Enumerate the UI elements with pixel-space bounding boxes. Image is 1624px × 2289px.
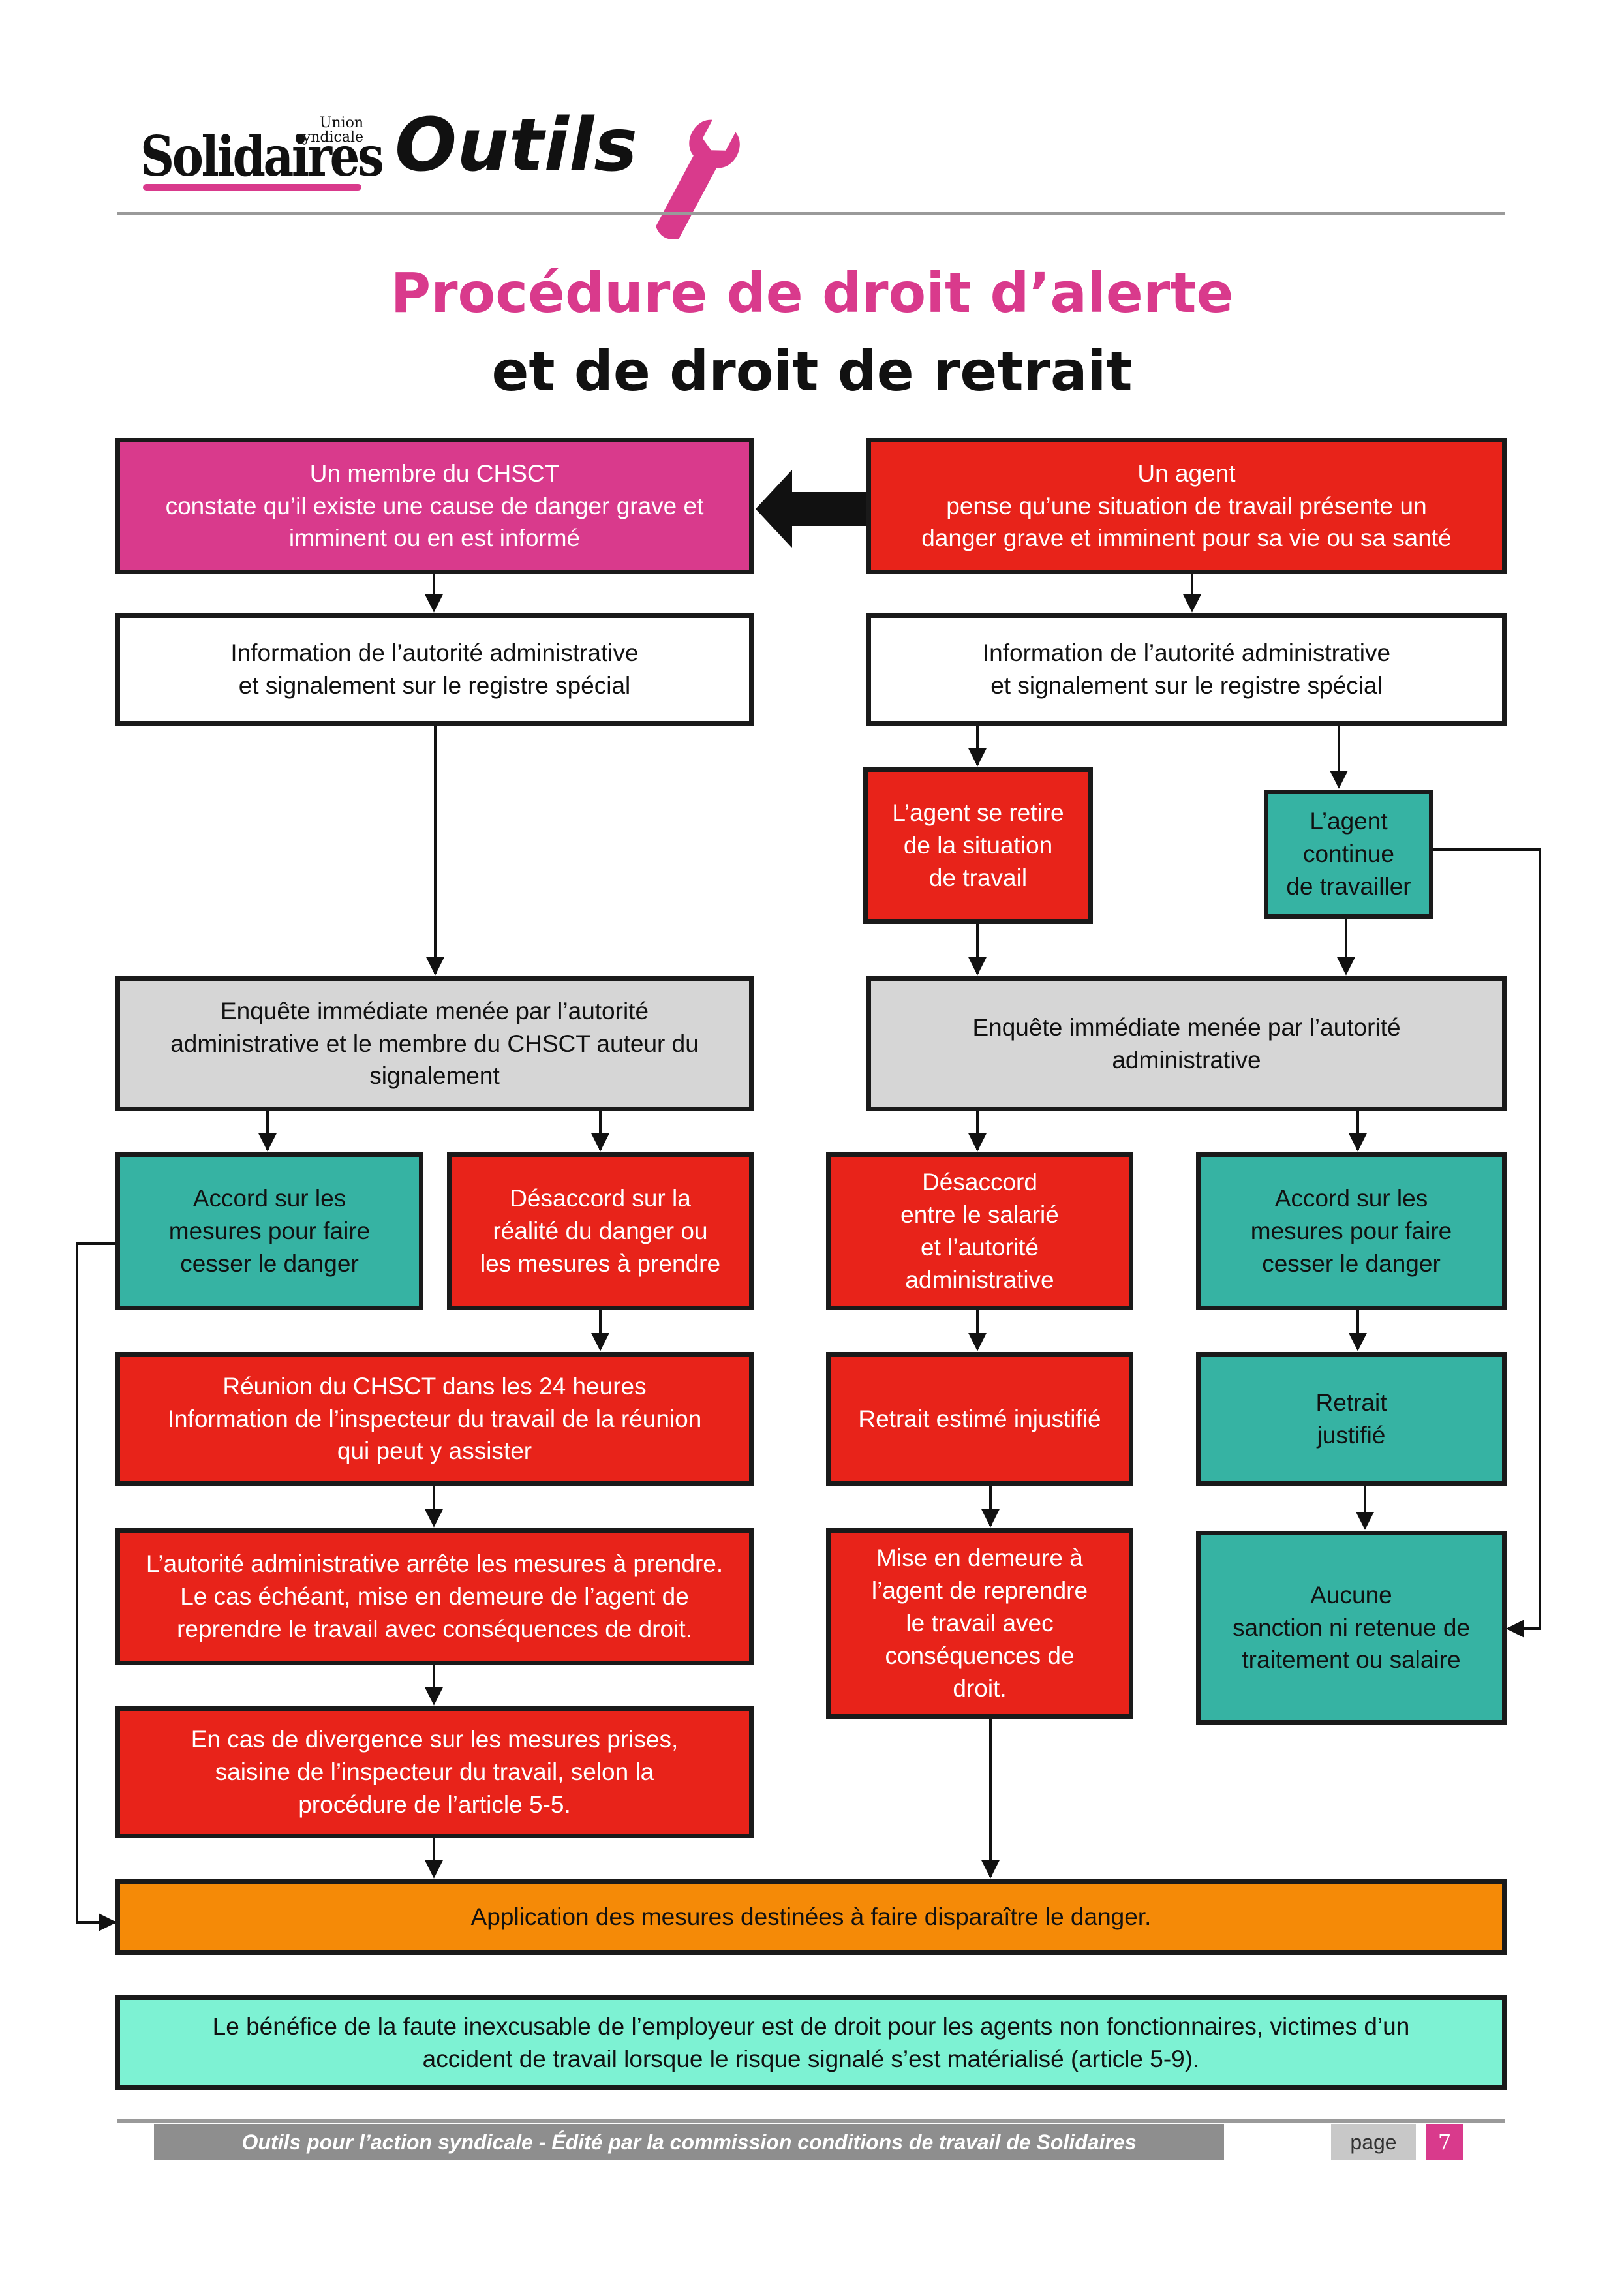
- node-agent: Un agent pense qu’une situation de trava…: [866, 438, 1507, 574]
- node-chsct-member: Un membre du CHSCT constate qu’il existe…: [115, 438, 754, 574]
- logo-main-text: Solidaires: [140, 124, 384, 189]
- arrow-continue-nosanction: [1433, 848, 1541, 1638]
- logo-underline: [143, 184, 361, 191]
- page-number: 7: [1437, 2130, 1452, 2155]
- node-agent-withdraws: L’agent se retire de la situation de tra…: [863, 767, 1093, 924]
- section-title: Outils: [395, 103, 637, 188]
- node-info-left: Information de l’autorité administrative…: [115, 613, 754, 726]
- node-formal-notice: Mise en demeure à l’agent de reprendre l…: [826, 1528, 1133, 1719]
- node-divergence: En cas de divergence sur les mesures pri…: [115, 1706, 754, 1838]
- arrow-agent-to-chsct: [756, 470, 866, 548]
- node-no-sanction: Aucune sanction ni retenue de traitement…: [1196, 1531, 1507, 1725]
- logo: Union syndicale Solidaires: [140, 111, 384, 202]
- node-agreement-left: Accord sur les mesures pour faire cesser…: [115, 1152, 423, 1310]
- node-agreement-right: Accord sur les mesures pour faire cesser…: [1196, 1152, 1507, 1310]
- node-withdrawal-unjustified: Retrait estimé injustifié: [826, 1352, 1133, 1486]
- footer-bar: Outils pour l’action syndicale - Édité p…: [154, 2124, 1224, 2160]
- page-label: page: [1350, 2130, 1397, 2154]
- footer-text: Outils pour l’action syndicale - Édité p…: [241, 2130, 1137, 2154]
- node-disagreement-right: Désaccord entre le salarié et l’autorité…: [826, 1152, 1133, 1310]
- node-info-right: Information de l’autorité administrative…: [866, 613, 1507, 726]
- arrow-agreement-left-application: [76, 1242, 117, 1931]
- page-label-box: page: [1331, 2124, 1416, 2160]
- node-application: Application des mesures destinées à fair…: [115, 1879, 1507, 1955]
- logo-small-text: Union syndicale: [295, 115, 364, 146]
- page-number-box: 7: [1426, 2124, 1463, 2160]
- node-inquiry-left: Enquête immédiate menée par l’autorité a…: [115, 976, 754, 1111]
- wrench-icon: [656, 119, 740, 239]
- node-chsct-meeting: Réunion du CHSCT dans les 24 heures Info…: [115, 1352, 754, 1486]
- node-withdrawal-justified: Retrait justifié: [1196, 1352, 1507, 1486]
- footer-rule: [117, 2119, 1505, 2123]
- header-rule: [117, 212, 1505, 215]
- node-disagreement-left: Désaccord sur la réalité du danger ou le…: [447, 1152, 754, 1310]
- page-title: Procédure de droit d’alerte: [390, 261, 1234, 325]
- node-inquiry-right: Enquête immédiate menée par l’autorité a…: [866, 976, 1507, 1111]
- node-agent-continues: L’agent continue de travailler: [1264, 790, 1433, 919]
- page-subtitle: et de droit de retrait: [491, 339, 1133, 403]
- node-authority-decides: L’autorité administrative arrête les mes…: [115, 1528, 754, 1665]
- node-benefit: Le bénéfice de la faute inexcusable de l…: [115, 1995, 1507, 2090]
